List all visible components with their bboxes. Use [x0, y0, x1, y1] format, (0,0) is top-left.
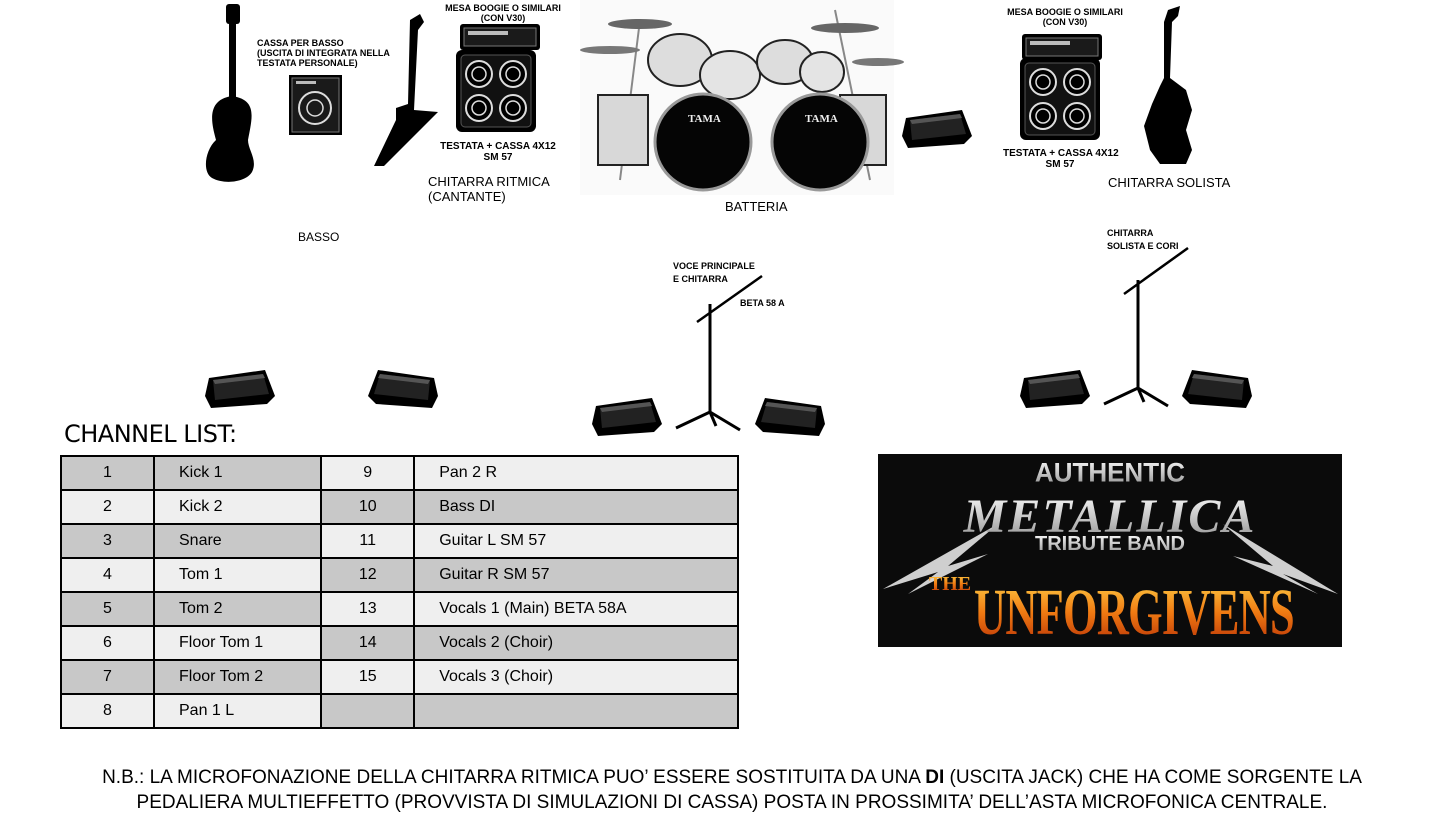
channel-name: Vocals 1 (Main) BETA 58A: [413, 591, 739, 627]
channel-name: Floor Tom 2: [152, 659, 323, 695]
lead-cabinet-label: TESTATA + CASSA 4X12 SM 57: [1003, 148, 1119, 170]
channel-name: Guitar L SM 57: [413, 523, 739, 559]
channel-name: Tom 2: [152, 591, 323, 627]
bass-cabinet-icon: [289, 75, 342, 135]
channel-number: 5: [60, 591, 155, 627]
left-amp-head-icon: [459, 23, 541, 51]
channel-number: 13: [320, 591, 416, 627]
drum-brand-right: TAMA: [805, 113, 838, 125]
channel-number: 6: [60, 625, 155, 661]
logo-line-tribute: TRIBUTE BAND: [1035, 533, 1185, 555]
table-row: 7 Floor Tom 2 15 Vocals 3 (Choir): [60, 659, 739, 695]
channel-number: 9: [320, 455, 416, 491]
table-row: 4 Tom 1 12 Guitar R SM 57: [60, 557, 739, 593]
channel-number: 7: [60, 659, 155, 695]
logo-line-unforgivens: UNFORGIVENS: [974, 576, 1294, 647]
lead-mic-stand-icon: [1102, 246, 1189, 408]
lead-guitar-label: CHITARRA SOLISTA: [1108, 175, 1231, 190]
center-monitor-left-icon: [592, 398, 662, 436]
table-row: 5 Tom 2 13 Vocals 1 (Main) BETA 58A: [60, 591, 739, 627]
channel-name: Vocals 2 (Choir): [413, 625, 739, 661]
left-4x12-cabinet-icon: [455, 49, 537, 133]
channel-number: 4: [60, 557, 155, 593]
main-mic-label: VOCE PRINCIPALE E CHITARRA: [673, 261, 755, 284]
channel-name: Pan 1 L: [152, 693, 323, 729]
stage-plot: TAMA TAMA: [205, 0, 1252, 436]
channel-number: 14: [320, 625, 416, 661]
bass-monitor-right-icon: [368, 370, 438, 408]
channel-list-table: 1 Kick 1 9 Pan 2 R 2 Kick 2 10 Bass DI 3…: [60, 455, 739, 729]
channel-number: 3: [60, 523, 155, 559]
channel-name: Vocals 3 (Choir): [413, 659, 739, 695]
table-row: 1 Kick 1 9 Pan 2 R: [60, 455, 739, 491]
lead-mic-label: CHITARRA SOLISTA E CORI: [1107, 228, 1179, 251]
table-row: 6 Floor Tom 1 14 Vocals 2 (Choir): [60, 625, 739, 661]
table-row: 2 Kick 2 10 Bass DI: [60, 489, 739, 525]
channel-name: Pan 2 R: [413, 455, 739, 491]
logo-line-metallica: METALLICA: [963, 490, 1257, 543]
logo-line-the: THE: [929, 573, 971, 595]
drums-label: BATTERIA: [725, 199, 788, 214]
drum-brand-left: TAMA: [688, 113, 721, 125]
channel-name: Floor Tom 1: [152, 625, 323, 661]
rhythm-guitar-icon: [374, 14, 438, 166]
bass-monitor-left-icon: [205, 370, 275, 408]
channel-name: Tom 1: [152, 557, 323, 593]
mesa-left-label: MESA BOOGIE O SIMILARI (CON V30): [445, 3, 561, 23]
lead-monitor-left-icon: [1020, 370, 1090, 408]
channel-number: 11: [320, 523, 416, 559]
channel-name: Kick 1: [152, 455, 323, 491]
logo-line-authentic: AUTHENTIC: [1035, 457, 1185, 488]
footnote-part1: N.B.: LA MICROFONAZIONE DELLA CHITARRA R…: [102, 767, 926, 788]
band-logo-art: AUTHENTIC METALLICA TRIBUTE BAND THE UNF…: [883, 457, 1338, 647]
channel-number: [320, 693, 416, 729]
channel-name: Guitar R SM 57: [413, 557, 739, 593]
right-4x12-cabinet-icon: [1019, 57, 1101, 141]
channel-name: Snare: [152, 523, 323, 559]
footnote-part2: (USCITA JACK) CHE HA COME SORGENTE LA PE…: [136, 767, 1362, 813]
channel-number: 10: [320, 489, 416, 525]
bass-label: BASSO: [298, 230, 340, 244]
bass-cabinet-label: CASSA PER BASSO (USCITA DI INTEGRATA NEL…: [257, 38, 390, 68]
channel-name: Kick 2: [152, 489, 323, 525]
table-row: 8 Pan 1 L: [60, 693, 739, 729]
rhythm-guitar-label: CHITARRA RITMICA (CANTANTE): [428, 174, 550, 204]
rhythm-cabinet-label: TESTATA + CASSA 4X12 SM 57: [440, 141, 556, 163]
drum-kit-icon: TAMA TAMA: [580, 0, 904, 195]
band-logo: AUTHENTIC METALLICA TRIBUTE BAND THE UNF…: [878, 454, 1342, 647]
footnote-bold: DI: [925, 767, 945, 788]
mesa-right-label: MESA BOOGIE O SIMILARI (CON V30): [1007, 7, 1123, 27]
channel-number: 8: [60, 693, 155, 729]
lead-guitar-icon: [1144, 6, 1192, 164]
center-monitor-right-icon: [755, 398, 825, 436]
channel-list-title: CHANNEL LIST:: [64, 420, 237, 448]
footnote: N.B.: LA MICROFONAZIONE DELLA CHITARRA R…: [52, 765, 1412, 815]
channel-number: 12: [320, 557, 416, 593]
channel-number: 2: [60, 489, 155, 525]
bass-guitar-icon: [205, 4, 254, 182]
channel-name: [413, 693, 739, 729]
main-mic-model-label: BETA 58 A: [740, 298, 785, 308]
table-row: 3 Snare 11 Guitar L SM 57: [60, 523, 739, 559]
right-amp-head-icon: [1021, 33, 1103, 61]
channel-name: Bass DI: [413, 489, 739, 525]
drum-monitor-icon: [902, 110, 972, 148]
lead-monitor-right-icon: [1182, 370, 1252, 408]
channel-number: 15: [320, 659, 416, 695]
channel-number: 1: [60, 455, 155, 491]
center-mic-stand-icon: [674, 274, 763, 432]
